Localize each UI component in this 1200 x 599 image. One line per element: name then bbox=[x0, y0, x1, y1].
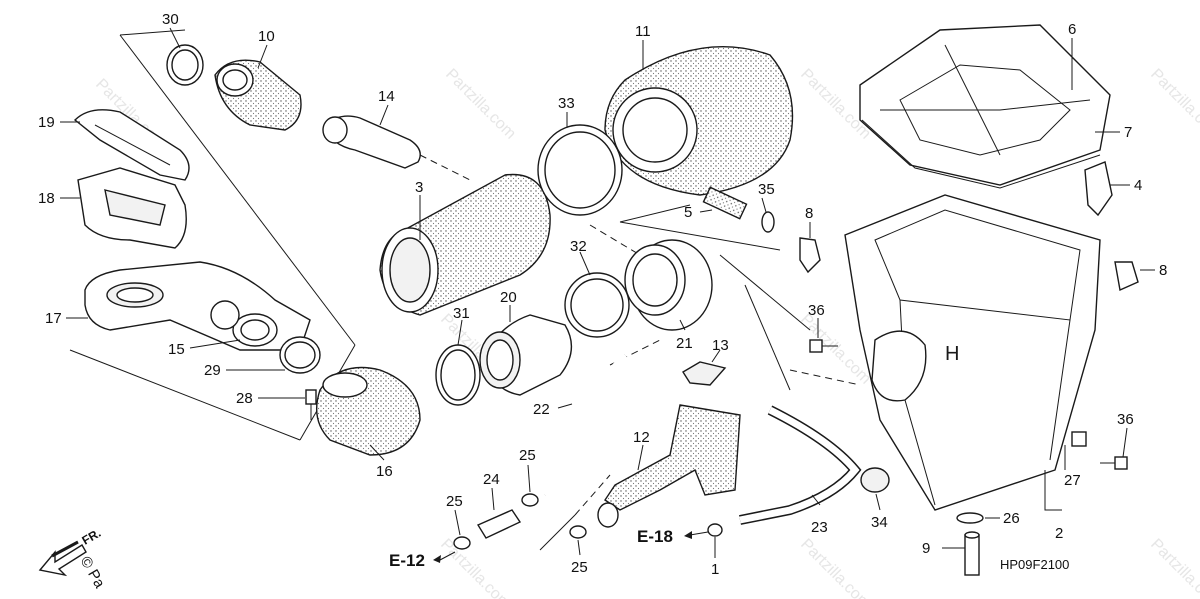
part-36-bolt-right bbox=[1100, 456, 1128, 470]
copyright-text: © Pa bbox=[77, 554, 109, 592]
callout-12: 12 bbox=[633, 429, 650, 446]
part-31-band bbox=[435, 344, 481, 406]
part-10-connector bbox=[214, 59, 302, 131]
callout-24: 24 bbox=[483, 471, 500, 488]
callout-10: 10 bbox=[258, 28, 275, 45]
callout-26: 26 bbox=[1003, 510, 1020, 527]
part-19-cover bbox=[73, 109, 190, 181]
part-17-intake-duct bbox=[84, 261, 311, 351]
watermark-text: Partzilla.com bbox=[1147, 536, 1200, 599]
callout-18: 18 bbox=[38, 190, 55, 207]
reference-label-e18: E-18 bbox=[637, 527, 673, 546]
part-12-drain bbox=[597, 404, 741, 528]
part-2-air-box: H bbox=[844, 194, 1101, 511]
callout-labels: 30 10 14 19 18 3 17 15 29 28 16 11 33 6 … bbox=[38, 11, 1167, 578]
reference-e18: E-18 bbox=[637, 527, 709, 546]
callout-4: 4 bbox=[1134, 177, 1142, 194]
watermark-text: Partzilla.com bbox=[442, 66, 519, 143]
part-11-foam-filter bbox=[604, 46, 794, 196]
callout-14: 14 bbox=[378, 88, 395, 105]
part-3-filter-element bbox=[379, 173, 551, 316]
part-32-band bbox=[564, 272, 630, 338]
callout-6: 6 bbox=[1068, 21, 1076, 38]
svg-text:H: H bbox=[945, 343, 959, 365]
callout-27: 27 bbox=[1064, 472, 1081, 489]
part-34-plug bbox=[860, 467, 890, 493]
callout-8-right: 8 bbox=[1159, 262, 1167, 279]
leader-lines bbox=[60, 27, 1155, 558]
reference-label-e12: E-12 bbox=[389, 551, 425, 570]
callout-19: 19 bbox=[38, 114, 55, 131]
part-33-band-clamp bbox=[537, 124, 623, 216]
reference-e12: E-12 bbox=[389, 551, 456, 570]
callout-30: 30 bbox=[162, 11, 179, 28]
callout-2: 2 bbox=[1055, 525, 1063, 542]
part-36-bolt-left bbox=[809, 339, 838, 353]
callout-32: 32 bbox=[570, 238, 587, 255]
part-25-clip bbox=[453, 536, 471, 550]
part-14-tube bbox=[322, 115, 421, 169]
callout-1: 1 bbox=[711, 561, 719, 578]
callout-35: 35 bbox=[758, 181, 775, 198]
part-22-hose bbox=[542, 352, 628, 498]
part-30-clamp bbox=[166, 44, 204, 86]
part-8-clip-left bbox=[799, 237, 821, 274]
callout-36-left: 36 bbox=[808, 302, 825, 319]
callout-29: 29 bbox=[204, 362, 221, 379]
callout-23: 23 bbox=[811, 519, 828, 536]
part-1-clip bbox=[707, 523, 723, 537]
part-15-boot bbox=[210, 300, 278, 347]
callout-22: 22 bbox=[533, 401, 550, 418]
part-4-bracket bbox=[1084, 161, 1113, 217]
part-18-duct-housing bbox=[77, 167, 187, 249]
watermark-text: Partzilla.com bbox=[797, 536, 874, 599]
callout-34: 34 bbox=[871, 514, 888, 531]
callout-11: 11 bbox=[635, 23, 651, 40]
part-23-hose bbox=[739, 405, 862, 525]
part-13-pad bbox=[682, 361, 727, 386]
callout-25-middle: 25 bbox=[519, 447, 536, 464]
part-21-connecting-tube bbox=[624, 239, 713, 331]
part-5-drain-tube bbox=[702, 186, 748, 220]
part-35-clip bbox=[761, 211, 775, 233]
callout-16: 16 bbox=[376, 463, 393, 480]
part-29-clamp bbox=[279, 336, 321, 374]
callout-5: 5 bbox=[684, 204, 692, 221]
callout-25-bottom: 25 bbox=[571, 559, 588, 576]
part-8-clip-right bbox=[1114, 261, 1139, 292]
callout-25-left: 25 bbox=[446, 493, 463, 510]
callout-7: 7 bbox=[1124, 124, 1132, 141]
front-marker-label: FR. bbox=[80, 526, 104, 548]
drawing-code: HP09F2100 bbox=[1000, 557, 1069, 572]
part-24-tube bbox=[476, 509, 522, 539]
callout-28: 28 bbox=[236, 390, 253, 407]
watermark-text: Partzilla.com bbox=[437, 536, 514, 599]
callout-13: 13 bbox=[712, 337, 729, 354]
part-25-clip bbox=[569, 525, 587, 539]
callout-9: 9 bbox=[922, 540, 930, 557]
part-20-joint bbox=[479, 314, 573, 396]
part-27-washer bbox=[1071, 431, 1087, 447]
callout-31: 31 bbox=[453, 305, 470, 322]
callout-36-right: 36 bbox=[1117, 411, 1134, 428]
callout-3: 3 bbox=[415, 179, 423, 196]
part-28-bolt bbox=[305, 389, 317, 420]
callout-15: 15 bbox=[168, 341, 185, 358]
part-6-lid bbox=[859, 24, 1111, 189]
callout-17: 17 bbox=[45, 310, 62, 327]
part-9-tube bbox=[964, 531, 980, 576]
callout-21: 21 bbox=[676, 335, 693, 352]
callout-8-left: 8 bbox=[805, 205, 813, 222]
part-25-clip bbox=[521, 493, 539, 507]
part-26-clip bbox=[956, 512, 984, 524]
callout-20: 20 bbox=[500, 289, 517, 306]
callout-33: 33 bbox=[558, 95, 575, 112]
watermark-text: Partzilla.com bbox=[1147, 66, 1200, 143]
part-16-elbow bbox=[316, 366, 421, 456]
